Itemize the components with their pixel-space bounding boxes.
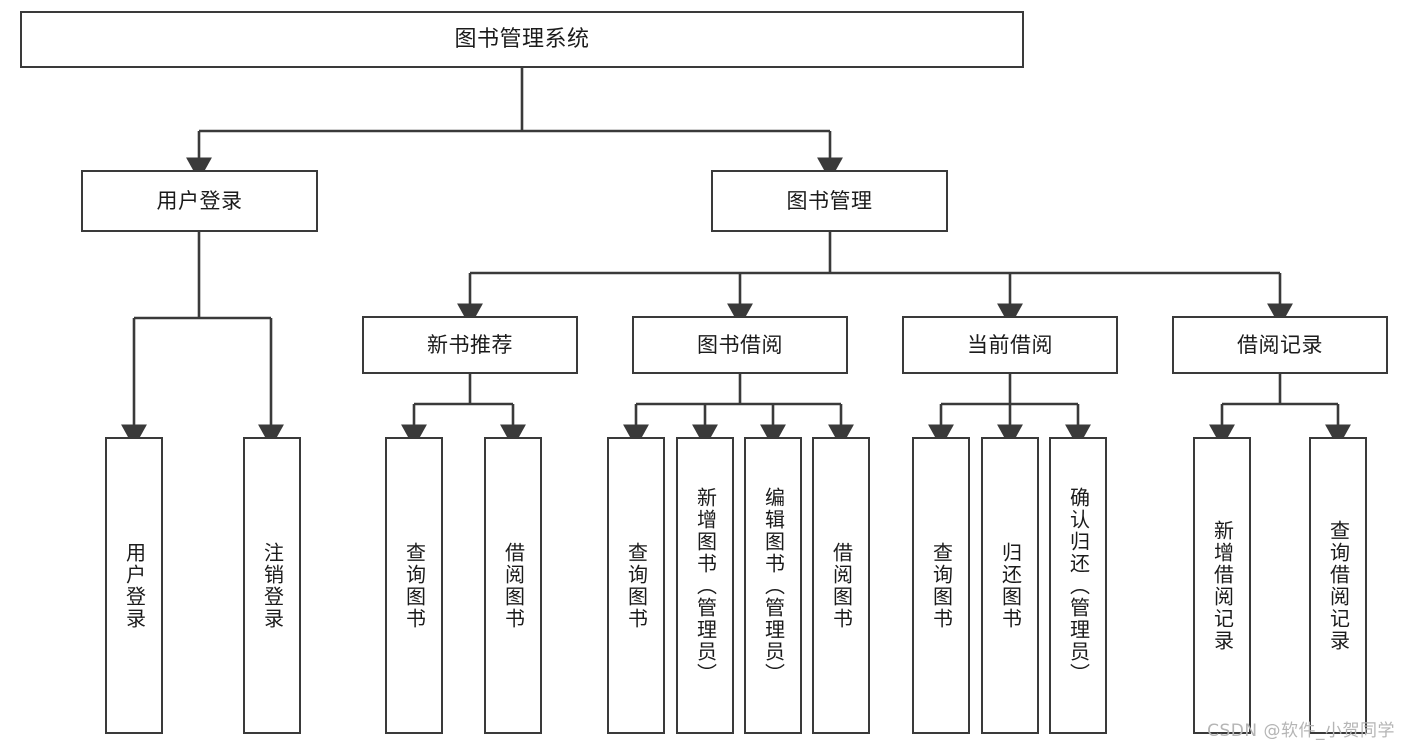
node-current-borrow[interactable]: 当前借阅 [902,316,1118,374]
node-label: 新增借阅记录 [1210,519,1235,652]
node-label: 用户登录 [122,541,147,630]
node-root-book-management-system[interactable]: 图书管理系统 [20,11,1024,68]
node-leaf-add-borrow-record[interactable]: 新增借阅记录 [1193,437,1251,734]
node-new-book-recommend[interactable]: 新书推荐 [362,316,578,374]
node-leaf-return-book[interactable]: 归还图书 [981,437,1039,734]
node-leaf-query-borrow-record[interactable]: 查询借阅记录 [1309,437,1367,734]
node-label: 归还图书 [998,541,1023,630]
node-label: 注销登录 [260,541,285,630]
node-leaf-logout[interactable]: 注销登录 [243,437,301,734]
node-leaf-query-book-new[interactable]: 查询图书 [385,437,443,734]
node-label: 确认归还（管理员） [1066,486,1091,685]
csdn-watermark: CSDN @软件_小贺同学 [1207,721,1395,741]
node-label: 借阅图书 [829,541,854,630]
node-leaf-query-book-current[interactable]: 查询图书 [912,437,970,734]
node-label: 用户登录 [156,188,243,213]
node-leaf-query-book-borrow[interactable]: 查询图书 [607,437,665,734]
node-label: 图书管理 [786,188,873,213]
node-label: 图书管理系统 [454,26,590,52]
node-user-login[interactable]: 用户登录 [81,170,318,232]
node-label: 查询借阅记录 [1326,519,1351,652]
node-leaf-borrow-book-new[interactable]: 借阅图书 [484,437,542,734]
node-label: 编辑图书（管理员） [761,486,786,685]
node-label: 图书借阅 [697,332,783,357]
node-book-borrow[interactable]: 图书借阅 [632,316,848,374]
node-leaf-confirm-return-admin[interactable]: 确认归还（管理员） [1049,437,1107,734]
node-label: 借阅记录 [1237,332,1323,357]
node-label: 当前借阅 [967,332,1053,357]
node-label: 查询图书 [929,541,954,630]
node-label: 借阅图书 [501,541,526,630]
node-leaf-borrow-book[interactable]: 借阅图书 [812,437,870,734]
node-label: 查询图书 [402,541,427,630]
node-book-management[interactable]: 图书管理 [711,170,948,232]
node-leaf-edit-book-admin[interactable]: 编辑图书（管理员） [744,437,802,734]
node-label: 新书推荐 [427,332,513,357]
node-leaf-add-book-admin[interactable]: 新增图书（管理员） [676,437,734,734]
node-borrow-record[interactable]: 借阅记录 [1172,316,1388,374]
node-label: 新增图书（管理员） [693,486,718,685]
node-leaf-user-login[interactable]: 用户登录 [105,437,163,734]
node-label: 查询图书 [624,541,649,630]
